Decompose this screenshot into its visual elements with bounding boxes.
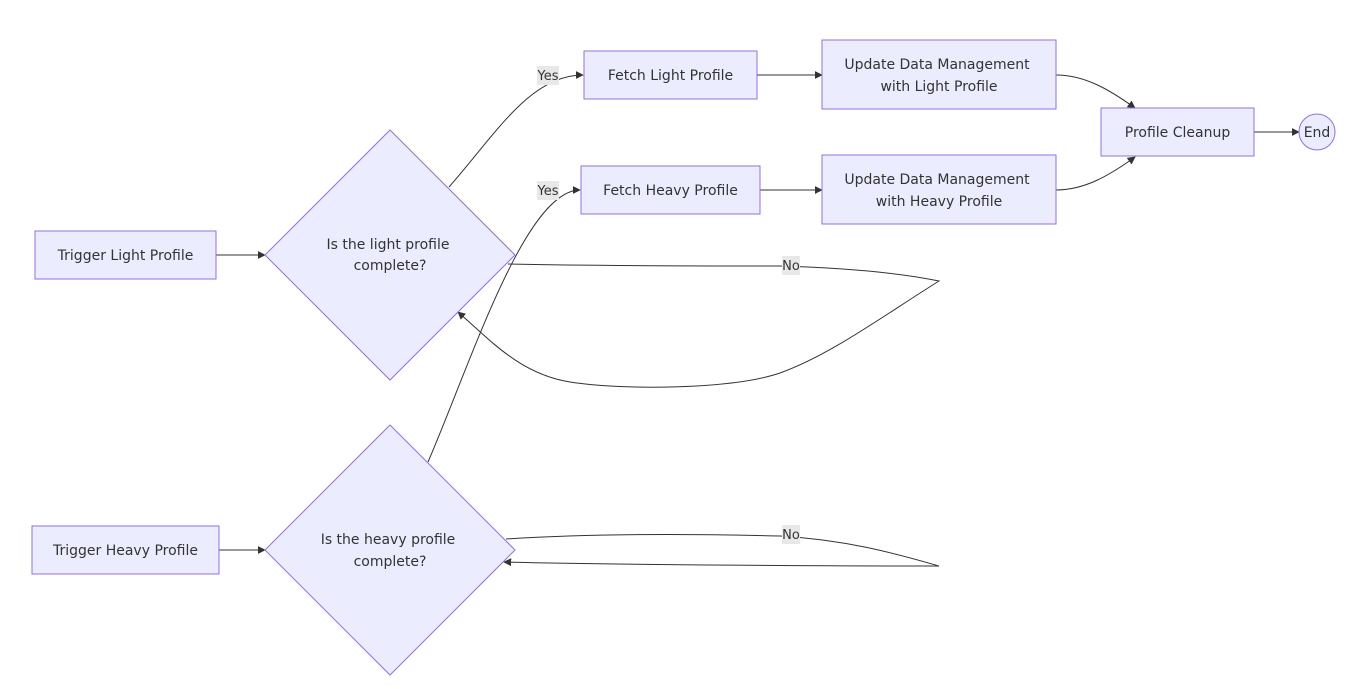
edge-label-light-yes-text: Yes (537, 69, 559, 84)
node-light-decision-line-1: Is the light profile (327, 237, 450, 253)
node-fetch-heavy[interactable]: Fetch Heavy Profile (580, 165, 761, 215)
node-update-heavy[interactable]: Update Data Management with Heavy Profil… (821, 154, 1057, 225)
node-fetch-light[interactable]: Fetch Light Profile (583, 50, 758, 100)
node-update-heavy-line-1: Update Data Management (844, 172, 1030, 188)
edge-label-heavy-no: No (782, 525, 800, 544)
edge-label-heavy-no-text: No (782, 528, 800, 543)
edge-heavy-no-loop (503, 533, 940, 567)
node-fetch-heavy-label: Fetch Heavy Profile (603, 183, 738, 199)
edge-update-heavy-to-cleanup (1055, 156, 1136, 191)
edge-label-heavy-yes: Yes (537, 181, 559, 200)
edge-label-light-no-text: No (782, 259, 800, 274)
node-heavy-decision[interactable]: Is the heavy profile complete? (264, 424, 516, 676)
edge-update-light-to-cleanup (1055, 74, 1136, 109)
node-trigger-light[interactable]: Trigger Light Profile (34, 230, 217, 280)
edge-label-light-yes: Yes (537, 66, 559, 85)
node-update-heavy-line-2: with Heavy Profile (876, 194, 1002, 210)
node-heavy-decision-line-1: Is the heavy profile (321, 532, 456, 548)
node-update-light-line-1: Update Data Management (844, 57, 1030, 73)
edge-label-light-no: No (782, 256, 800, 275)
node-trigger-heavy-label: Trigger Heavy Profile (52, 543, 198, 559)
node-profile-cleanup[interactable]: Profile Cleanup (1100, 107, 1255, 157)
node-trigger-heavy[interactable]: Trigger Heavy Profile (31, 525, 220, 575)
node-profile-cleanup-label: Profile Cleanup (1125, 125, 1231, 141)
node-end-label: End (1304, 125, 1331, 141)
edge-light-no-loop (457, 263, 941, 388)
edge-label-heavy-yes-text: Yes (537, 184, 559, 199)
node-light-decision-line-2: complete? (354, 258, 427, 274)
edge-light-yes-to-fetch (448, 71, 584, 188)
node-update-light-line-2: with Light Profile (880, 79, 997, 95)
node-update-light[interactable]: Update Data Management with Light Profil… (821, 39, 1057, 110)
node-trigger-light-label: Trigger Light Profile (57, 248, 194, 264)
node-heavy-decision-line-2: complete? (354, 554, 427, 570)
node-end[interactable]: End (1298, 113, 1336, 151)
node-light-decision[interactable]: Is the light profile complete? (264, 129, 516, 381)
node-fetch-light-label: Fetch Light Profile (608, 68, 733, 84)
